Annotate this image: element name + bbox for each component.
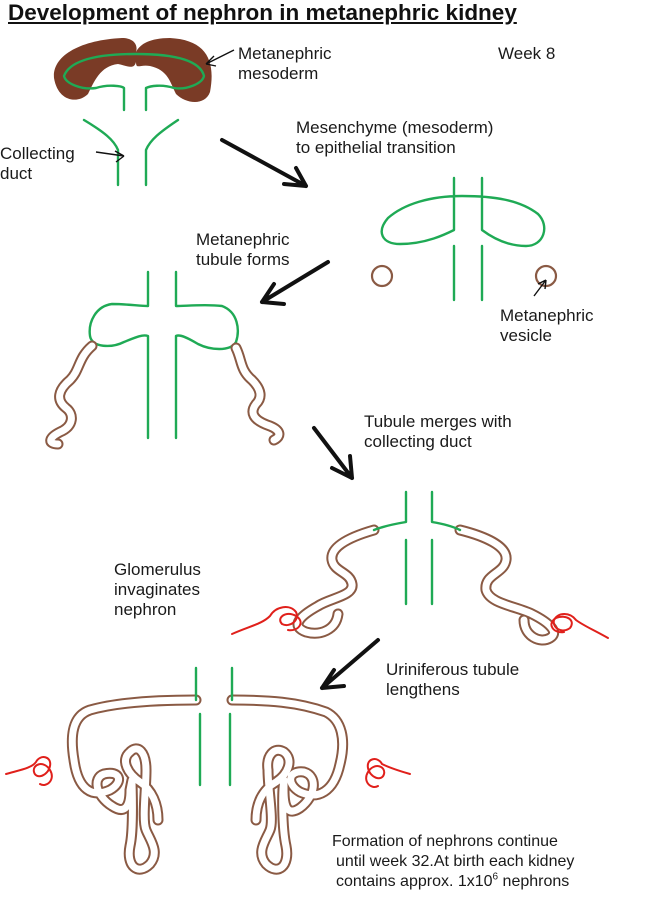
duct-stage4: [404, 538, 434, 606]
label-tubule-merges: Tubule merges with collecting duct: [364, 412, 512, 451]
arrow-4-to-5: [320, 638, 380, 690]
duct-stage1-left: [82, 118, 120, 187]
pointer-collecting-duct: [95, 150, 125, 163]
stage-3-tubules: [45, 270, 285, 450]
ampulla-stage1: [62, 52, 206, 112]
week-label: Week 8: [498, 44, 556, 63]
tubule-stage4-right: [454, 524, 559, 646]
glomerulus-stage5-right: [365, 758, 411, 788]
ampulla-stage2: [380, 176, 546, 248]
glomerulus-stage5-left: [5, 756, 53, 786]
label-formation: Formation of nephrons continue until wee…: [332, 833, 575, 890]
ampulla-stage4: [372, 490, 462, 532]
pointer-vesicle: [533, 279, 547, 297]
stage-2-vesicles: [370, 176, 558, 302]
label-metanephric-mesoderm: Metanephric mesoderm: [238, 44, 332, 83]
glomerulus-stage4-right: [550, 613, 609, 639]
label-metanephric-tubule: Metanephric tubule forms: [196, 230, 290, 269]
label-uriniferous: Uriniferous tubule lengthens: [386, 660, 520, 699]
arrow-1-to-2: [220, 138, 308, 188]
ampulla-stage3: [88, 270, 239, 440]
label-mesenchyme-transition: Mesenchyme (mesoderm) to epithelial tran…: [296, 118, 494, 157]
glomerulus-stage4-left: [231, 606, 302, 635]
arrow-2-to-3: [260, 260, 330, 306]
label-collecting-duct: Collecting duct: [0, 144, 75, 183]
label-glomerulus: Glomerulus invaginates nephron: [114, 560, 201, 619]
label-metanephric-vesicle: Metanephric vesicle: [500, 306, 594, 345]
duct-stage5: [198, 712, 232, 787]
ampulla-stage5: [194, 666, 234, 702]
page-title: Development of nephron in metanephric ki…: [8, 0, 517, 25]
stage-5-lengthened: [5, 666, 411, 875]
stage-1-collecting-duct: [53, 38, 212, 187]
stage-4-merged: [231, 490, 609, 646]
duct-stage1-right: [144, 118, 180, 187]
pointer-mesoderm: [205, 49, 235, 67]
arrow-3-to-4: [312, 426, 354, 480]
vesicle-left: [370, 264, 394, 288]
metanephric-mesoderm-cap: [53, 38, 212, 102]
stage-arrows: [95, 49, 547, 690]
